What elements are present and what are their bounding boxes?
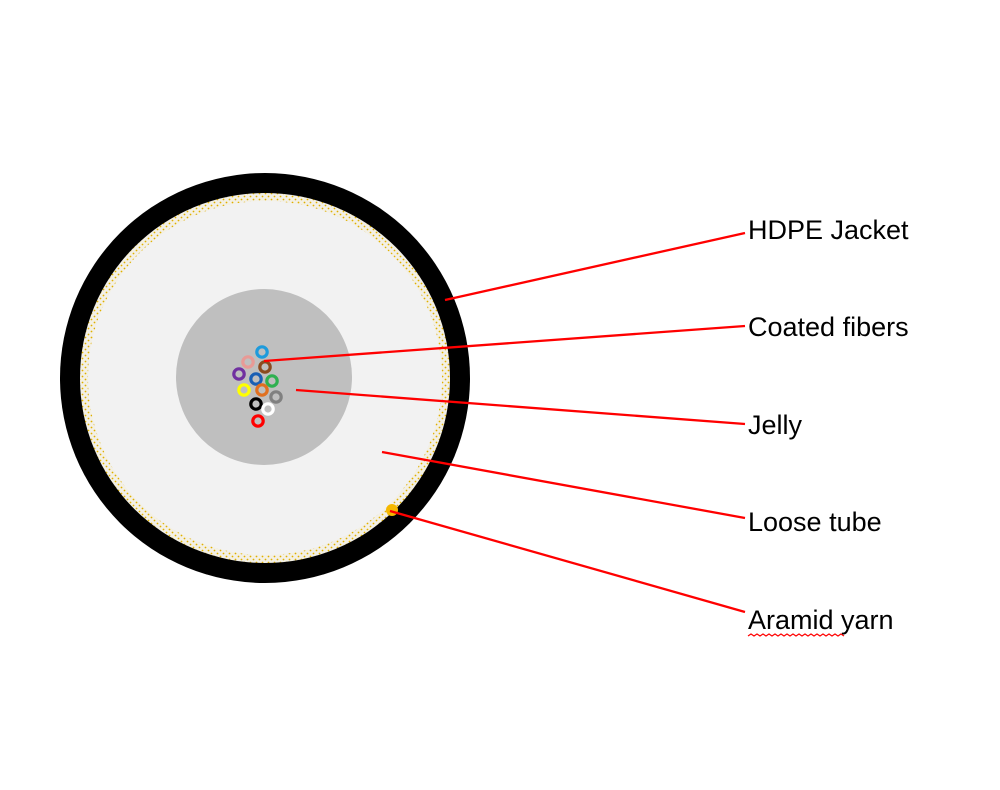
leader-line-jacket	[444, 231, 746, 302]
fiber-ring	[255, 345, 269, 359]
leader-line-aramid	[389, 509, 746, 614]
label-hdpe-jacket: HDPE Jacket	[748, 215, 909, 245]
jelly	[176, 289, 352, 465]
fiber-ring	[249, 397, 263, 411]
aramid-yarn-marker	[386, 504, 398, 516]
label-coated-fibers: Coated fibers	[748, 312, 909, 342]
fiber-ring	[251, 414, 265, 428]
fiber-ring	[261, 402, 275, 416]
leader-line-fibers	[263, 324, 746, 363]
fiber-ring	[269, 390, 283, 404]
label-aramid-yarn: Aramid yarn	[748, 605, 894, 635]
fiber-ring	[265, 374, 279, 388]
leader-line-tube	[381, 450, 746, 520]
coated-fibers-group	[232, 345, 283, 428]
fiber-ring	[232, 367, 246, 381]
fiber-ring	[237, 383, 251, 397]
label-loose-tube: Loose tube	[748, 507, 882, 537]
fiber-ring	[241, 355, 255, 369]
label-jelly: Jelly	[748, 410, 803, 440]
leader-line-jelly	[295, 388, 746, 426]
fiber-ring	[255, 383, 269, 397]
spellcheck-underline	[747, 633, 845, 637]
fiber-ring	[249, 372, 263, 386]
